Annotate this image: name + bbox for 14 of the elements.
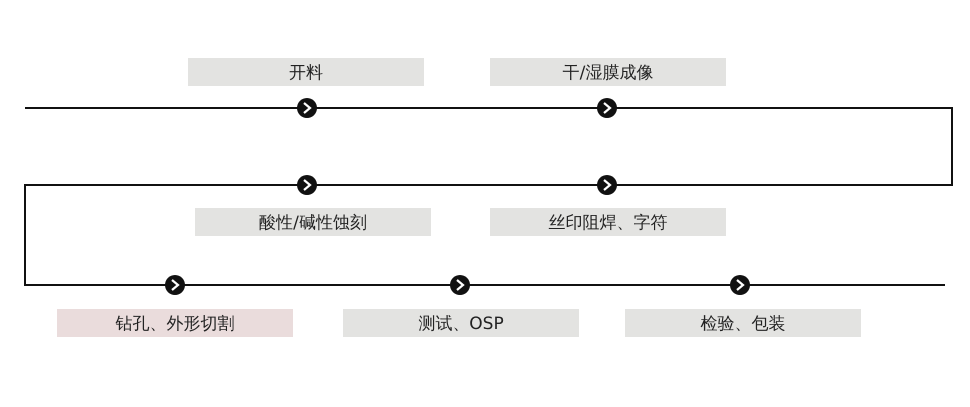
- step-label: 测试、OSP: [418, 312, 504, 334]
- step-box: [188, 58, 424, 86]
- step-box: [343, 309, 579, 337]
- step-box: [625, 309, 861, 337]
- step-label: 丝印阻焊、字符: [548, 212, 668, 234]
- step-box: [490, 58, 726, 86]
- step-label: 钻孔、外形切割: [116, 312, 234, 334]
- step-box: [195, 208, 431, 236]
- step-label: 开料: [289, 62, 323, 84]
- step-box: [57, 309, 293, 337]
- step-label: 酸性/碱性蚀刻: [259, 212, 367, 234]
- step-label: 干/湿膜成像: [562, 62, 654, 84]
- step-label: 检验、包装: [700, 312, 786, 334]
- step-box: [490, 208, 726, 236]
